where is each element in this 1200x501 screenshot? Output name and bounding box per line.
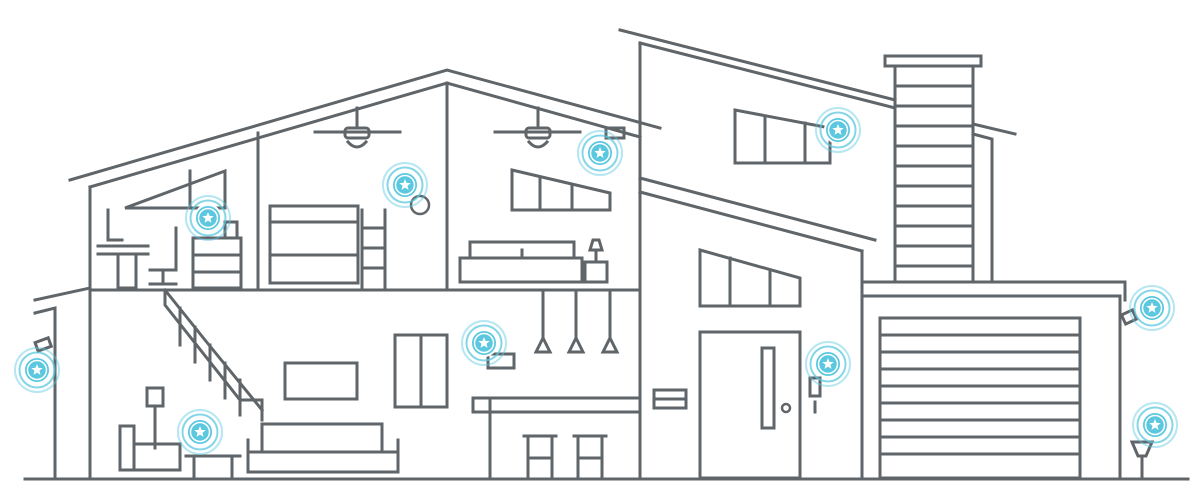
marker-garage-camera[interactable] — [1129, 285, 1175, 331]
entry-section — [638, 176, 877, 480]
star-badge-icon — [594, 147, 606, 158]
marker-hallway-thermostat[interactable] — [461, 320, 507, 366]
signal-ring — [185, 195, 231, 241]
signal-ring — [181, 413, 219, 451]
marker-living-room-lamp[interactable] — [177, 409, 223, 455]
star-badge-icon — [832, 124, 844, 135]
signal-ring — [386, 166, 424, 204]
signal-ring — [1136, 406, 1174, 444]
marker-inner-ring — [817, 353, 839, 375]
marker-upper-window[interactable] — [815, 107, 861, 153]
marker-inner-ring — [197, 207, 219, 229]
marker-left-wall-camera[interactable] — [14, 347, 60, 393]
signal-ring — [177, 409, 223, 455]
star-badge-icon — [399, 179, 411, 190]
marker-inner-ring — [394, 174, 416, 196]
marker-inner-ring — [1144, 414, 1166, 436]
signal-ring — [1133, 289, 1171, 327]
upper-tower — [618, 28, 897, 180]
main-gable-house — [68, 68, 662, 480]
marker-inner-ring — [1141, 297, 1163, 319]
marker-inner-ring — [189, 421, 211, 443]
living-room — [118, 333, 516, 480]
star-badge-icon — [478, 337, 490, 348]
smoke-detector-icon — [409, 194, 431, 216]
star-badge-icon — [1149, 419, 1161, 430]
star-badge-icon — [194, 426, 206, 437]
signal-ring — [819, 111, 857, 149]
left-camera-device — [33, 335, 54, 354]
signal-ring — [805, 341, 851, 387]
star-badge-icon — [31, 364, 43, 375]
kitchen — [471, 288, 642, 480]
marker-inner-ring — [473, 332, 495, 354]
signal-ring — [809, 345, 847, 383]
signal-ring — [577, 130, 623, 176]
marker-front-door-lock[interactable] — [805, 341, 851, 387]
office-room — [96, 168, 243, 290]
marker-inner-ring — [827, 119, 849, 141]
chimney — [883, 54, 1017, 284]
marker-garage-light[interactable] — [1132, 402, 1178, 448]
marker-inner-ring — [26, 359, 48, 381]
marker-office-desk[interactable] — [185, 195, 231, 241]
signal-ring — [581, 134, 619, 172]
signal-ring — [18, 351, 56, 389]
signal-ring — [465, 324, 503, 362]
star-badge-icon — [822, 358, 834, 369]
signal-ring — [815, 107, 861, 153]
marker-bunk-room-smoke-detector[interactable] — [382, 162, 428, 208]
signal-ring — [382, 162, 428, 208]
star-badge-icon — [1146, 302, 1158, 313]
signal-ring — [461, 320, 507, 366]
garage — [860, 280, 1155, 480]
staircase — [162, 287, 265, 422]
marker-inner-ring — [589, 142, 611, 164]
signal-ring — [189, 199, 227, 237]
signal-ring — [14, 347, 60, 393]
bunk-room — [268, 106, 431, 290]
signal-ring — [1132, 402, 1178, 448]
bedroom — [458, 106, 626, 284]
star-badge-icon — [202, 212, 214, 223]
left-annex — [33, 286, 92, 480]
marker-bedroom-wall[interactable] — [577, 130, 623, 176]
signal-ring — [1129, 285, 1175, 331]
device-markers — [14, 107, 1178, 455]
